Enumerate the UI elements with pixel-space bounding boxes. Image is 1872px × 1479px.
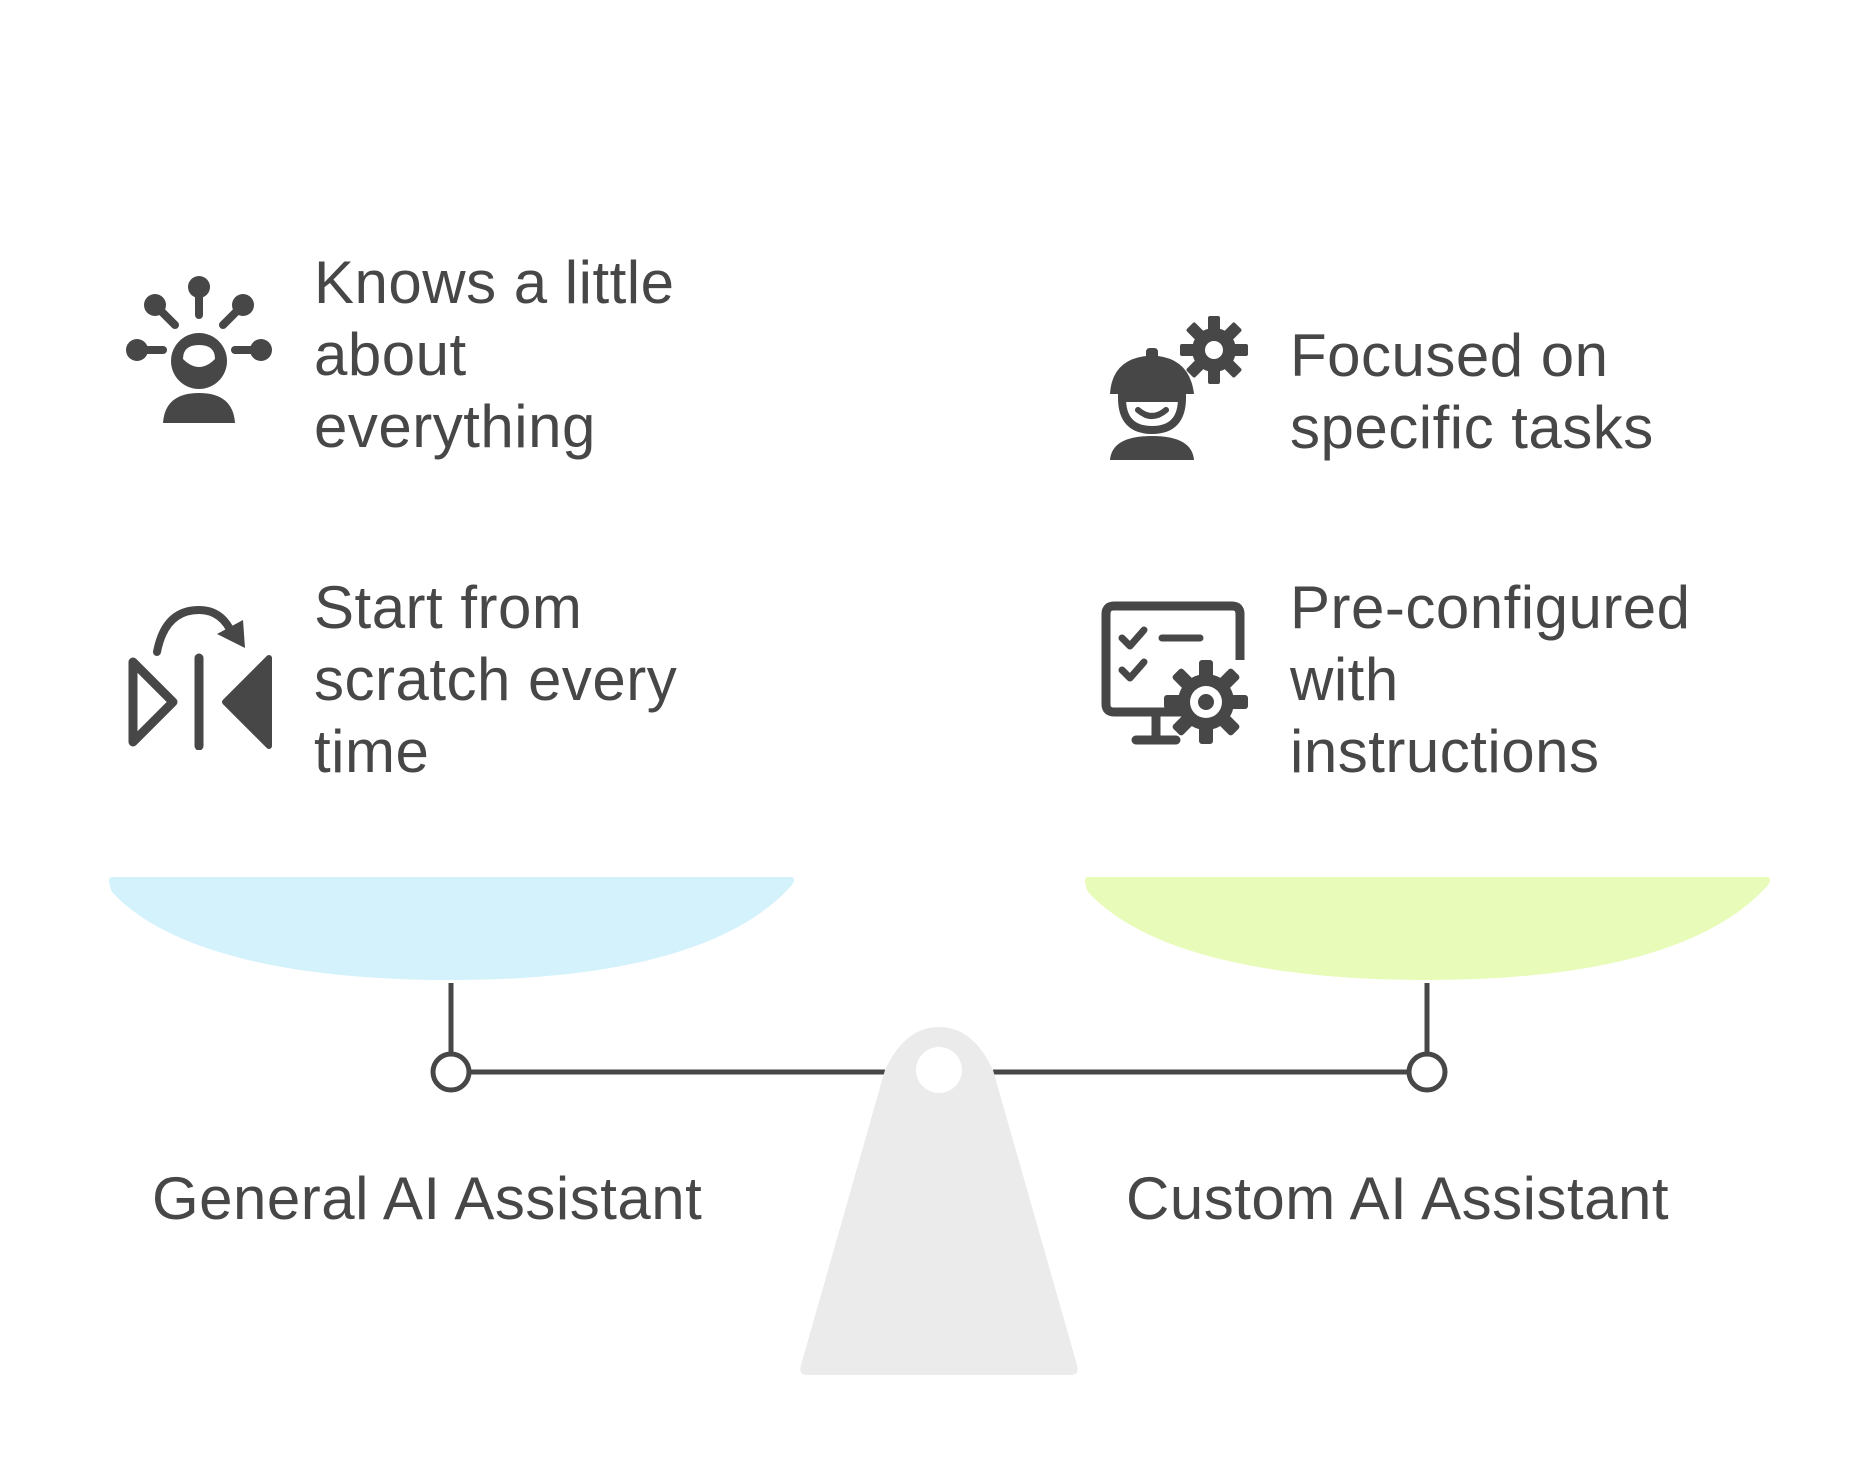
general-ai-assistant-label: General AI Assistant [152,1165,703,1232]
right-item-2-text: Pre-configured with instructions [1290,572,1691,788]
left-item-1-line-1: Knows a little [314,249,675,316]
left-item-1-text: Knows a little about everything [314,247,675,463]
custom-ai-assistant-label: Custom AI Assistant [1126,1165,1670,1232]
right-pivot [1406,1051,1448,1093]
right-item-2-line-2: with [1290,646,1399,713]
left-item-2-line-2: scratch every [314,646,678,713]
right-item-2-line-1: Pre-configured [1290,574,1691,641]
left-item-1-line-2: about [314,321,467,388]
restart-arrows-icon [128,605,272,750]
right-item-1-text: Focused on specific tasks [1290,320,1654,464]
left-item-2-text: Start from scratch every time [314,572,677,788]
right-item-1-line-1: Focused on [1290,322,1609,389]
left-item-1-line-3: everything [314,393,596,460]
right-item-2-line-3: instructions [1290,718,1600,785]
left-pivot [430,1051,472,1093]
right-item-1-line-2: specific tasks [1290,394,1654,461]
monitor-checklist-gear-icon [1101,601,1248,745]
idea-person-icon [126,276,272,423]
fulcrum-hole [916,1047,962,1093]
fulcrum [800,1027,1078,1375]
worker-gear-icon [1110,316,1248,460]
left-item-2-line-1: Start from [314,574,583,641]
left-pan [109,877,795,980]
left-item-2-line-3: time [314,718,430,785]
right-pan [1085,877,1771,980]
